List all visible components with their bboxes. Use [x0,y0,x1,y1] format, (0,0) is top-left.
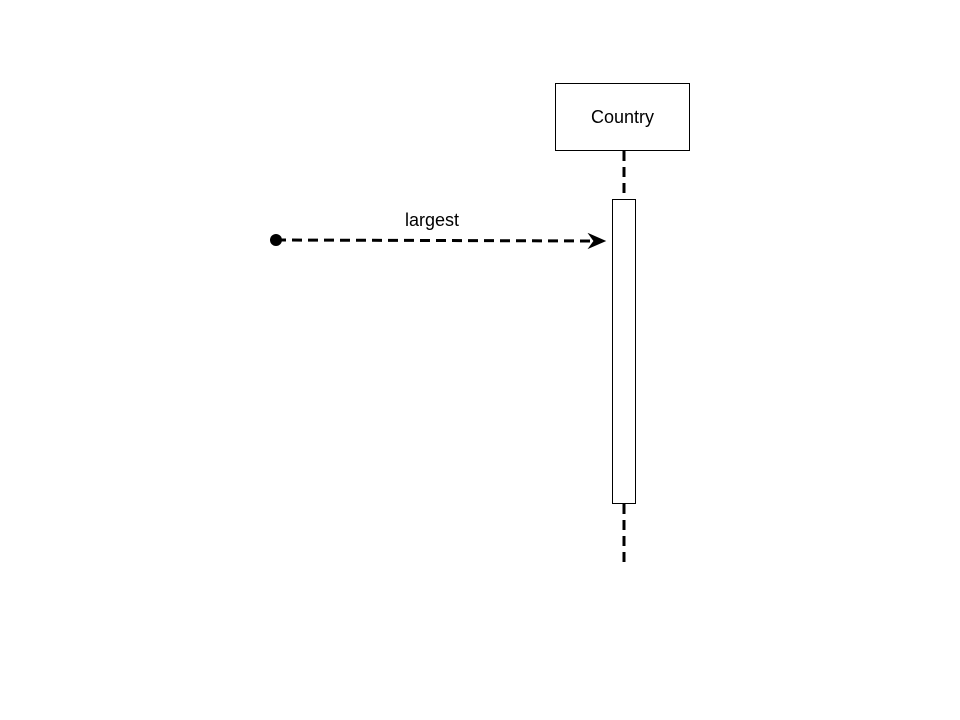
activation-bar[interactable] [612,199,636,504]
lifeline-box-country[interactable]: Country [555,83,690,151]
message-label: largest [404,210,460,230]
message-line[interactable] [275,238,599,243]
lifeline-name: Country [590,106,655,127]
message-start-dot [270,234,282,246]
message-arrowhead [587,232,607,250]
